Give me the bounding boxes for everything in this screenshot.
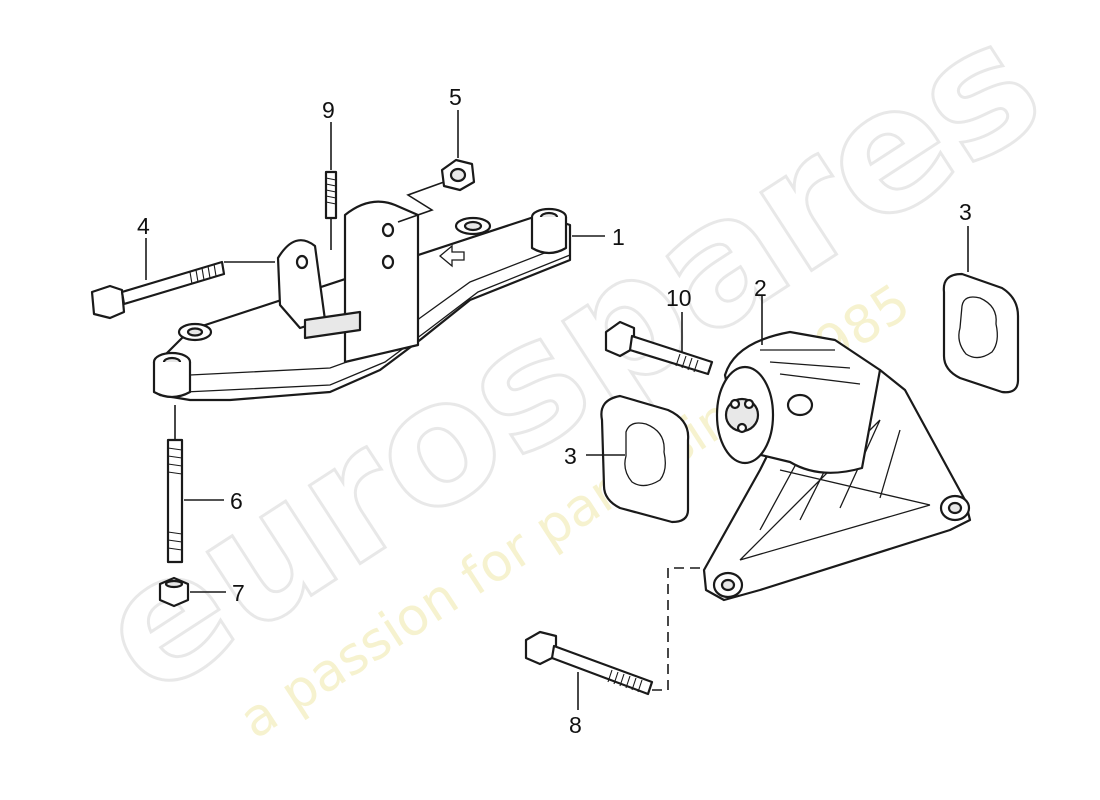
callout-1: 1 [612,224,625,250]
callout-2: 2 [754,275,767,301]
callout-3-right: 3 [959,199,972,225]
nut-part-5[interactable] [397,158,476,223]
nut-part-7[interactable] [158,576,190,608]
callout-3-left: 3 [564,443,577,469]
long-stud-part-6[interactable] [166,405,184,564]
stud-part-9[interactable] [324,170,338,250]
callout-4: 4 [137,213,150,239]
bolt-part-8[interactable] [524,567,704,696]
bolt-part-10[interactable] [604,320,714,376]
bolt-part-4[interactable] [90,260,275,320]
callout-8: 8 [569,712,582,738]
washer-part-3-right[interactable] [942,272,1020,394]
callout-10: 10 [666,285,692,311]
callout-leaders [145,110,969,710]
callout-9: 9 [322,97,335,123]
engine-mount-part-2[interactable] [702,330,972,602]
callouts: 1 2 3 3 4 5 6 7 8 9 10 [137,84,972,738]
callout-5: 5 [449,84,462,110]
callout-7: 7 [232,580,245,606]
washer-part-3-left[interactable] [600,394,690,524]
callout-6: 6 [230,488,243,514]
crossmember-part-1[interactable] [152,200,572,402]
